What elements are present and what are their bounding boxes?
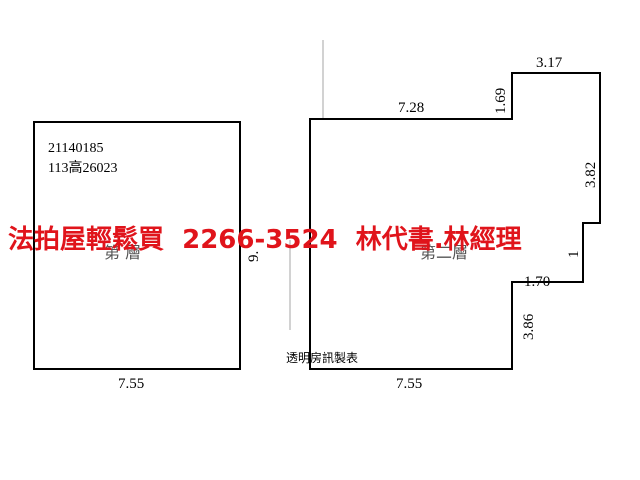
left-plan-outline [33, 121, 241, 370]
left-plan-code-line2: 113高26023 [48, 159, 117, 176]
right-plan-outline [309, 72, 601, 370]
advert-banner: 法拍屋輕鬆買 2266-3524 林代書.林經理 [8, 224, 522, 255]
right-plan-floor-label: 第二層 [420, 243, 468, 262]
left-plan: 21140185 113高26023 第 層 7.55 9. [33, 121, 262, 392]
right-plan-dim-top-right: 3.17 [536, 55, 563, 71]
left-plan-floor-label: 第 層 [104, 243, 141, 262]
right-plan-dim-step-horizontal: 1.70 [524, 274, 550, 290]
right-plan-dim-right-small: 1 [566, 251, 582, 259]
right-plan-dim-notch-vertical: 1.69 [493, 88, 509, 114]
right-plan-dim-top-left: 7.28 [398, 100, 424, 116]
left-plan-dim-bottom: 7.55 [118, 376, 144, 392]
right-plan-dim-step-vertical: 3.86 [521, 313, 537, 340]
right-plan-dim-bottom: 7.55 [396, 376, 422, 392]
right-plan: 第二層 7.28 1.69 3.17 3.82 1 1.70 3.86 7.55 [309, 55, 601, 392]
right-plan-dim-right-upper: 3.82 [583, 162, 599, 188]
left-plan-code-line1: 21140185 [48, 141, 103, 156]
left-plan-dim-right: 9. [246, 251, 262, 262]
maker-label: 透明房訊製表 [286, 350, 358, 365]
